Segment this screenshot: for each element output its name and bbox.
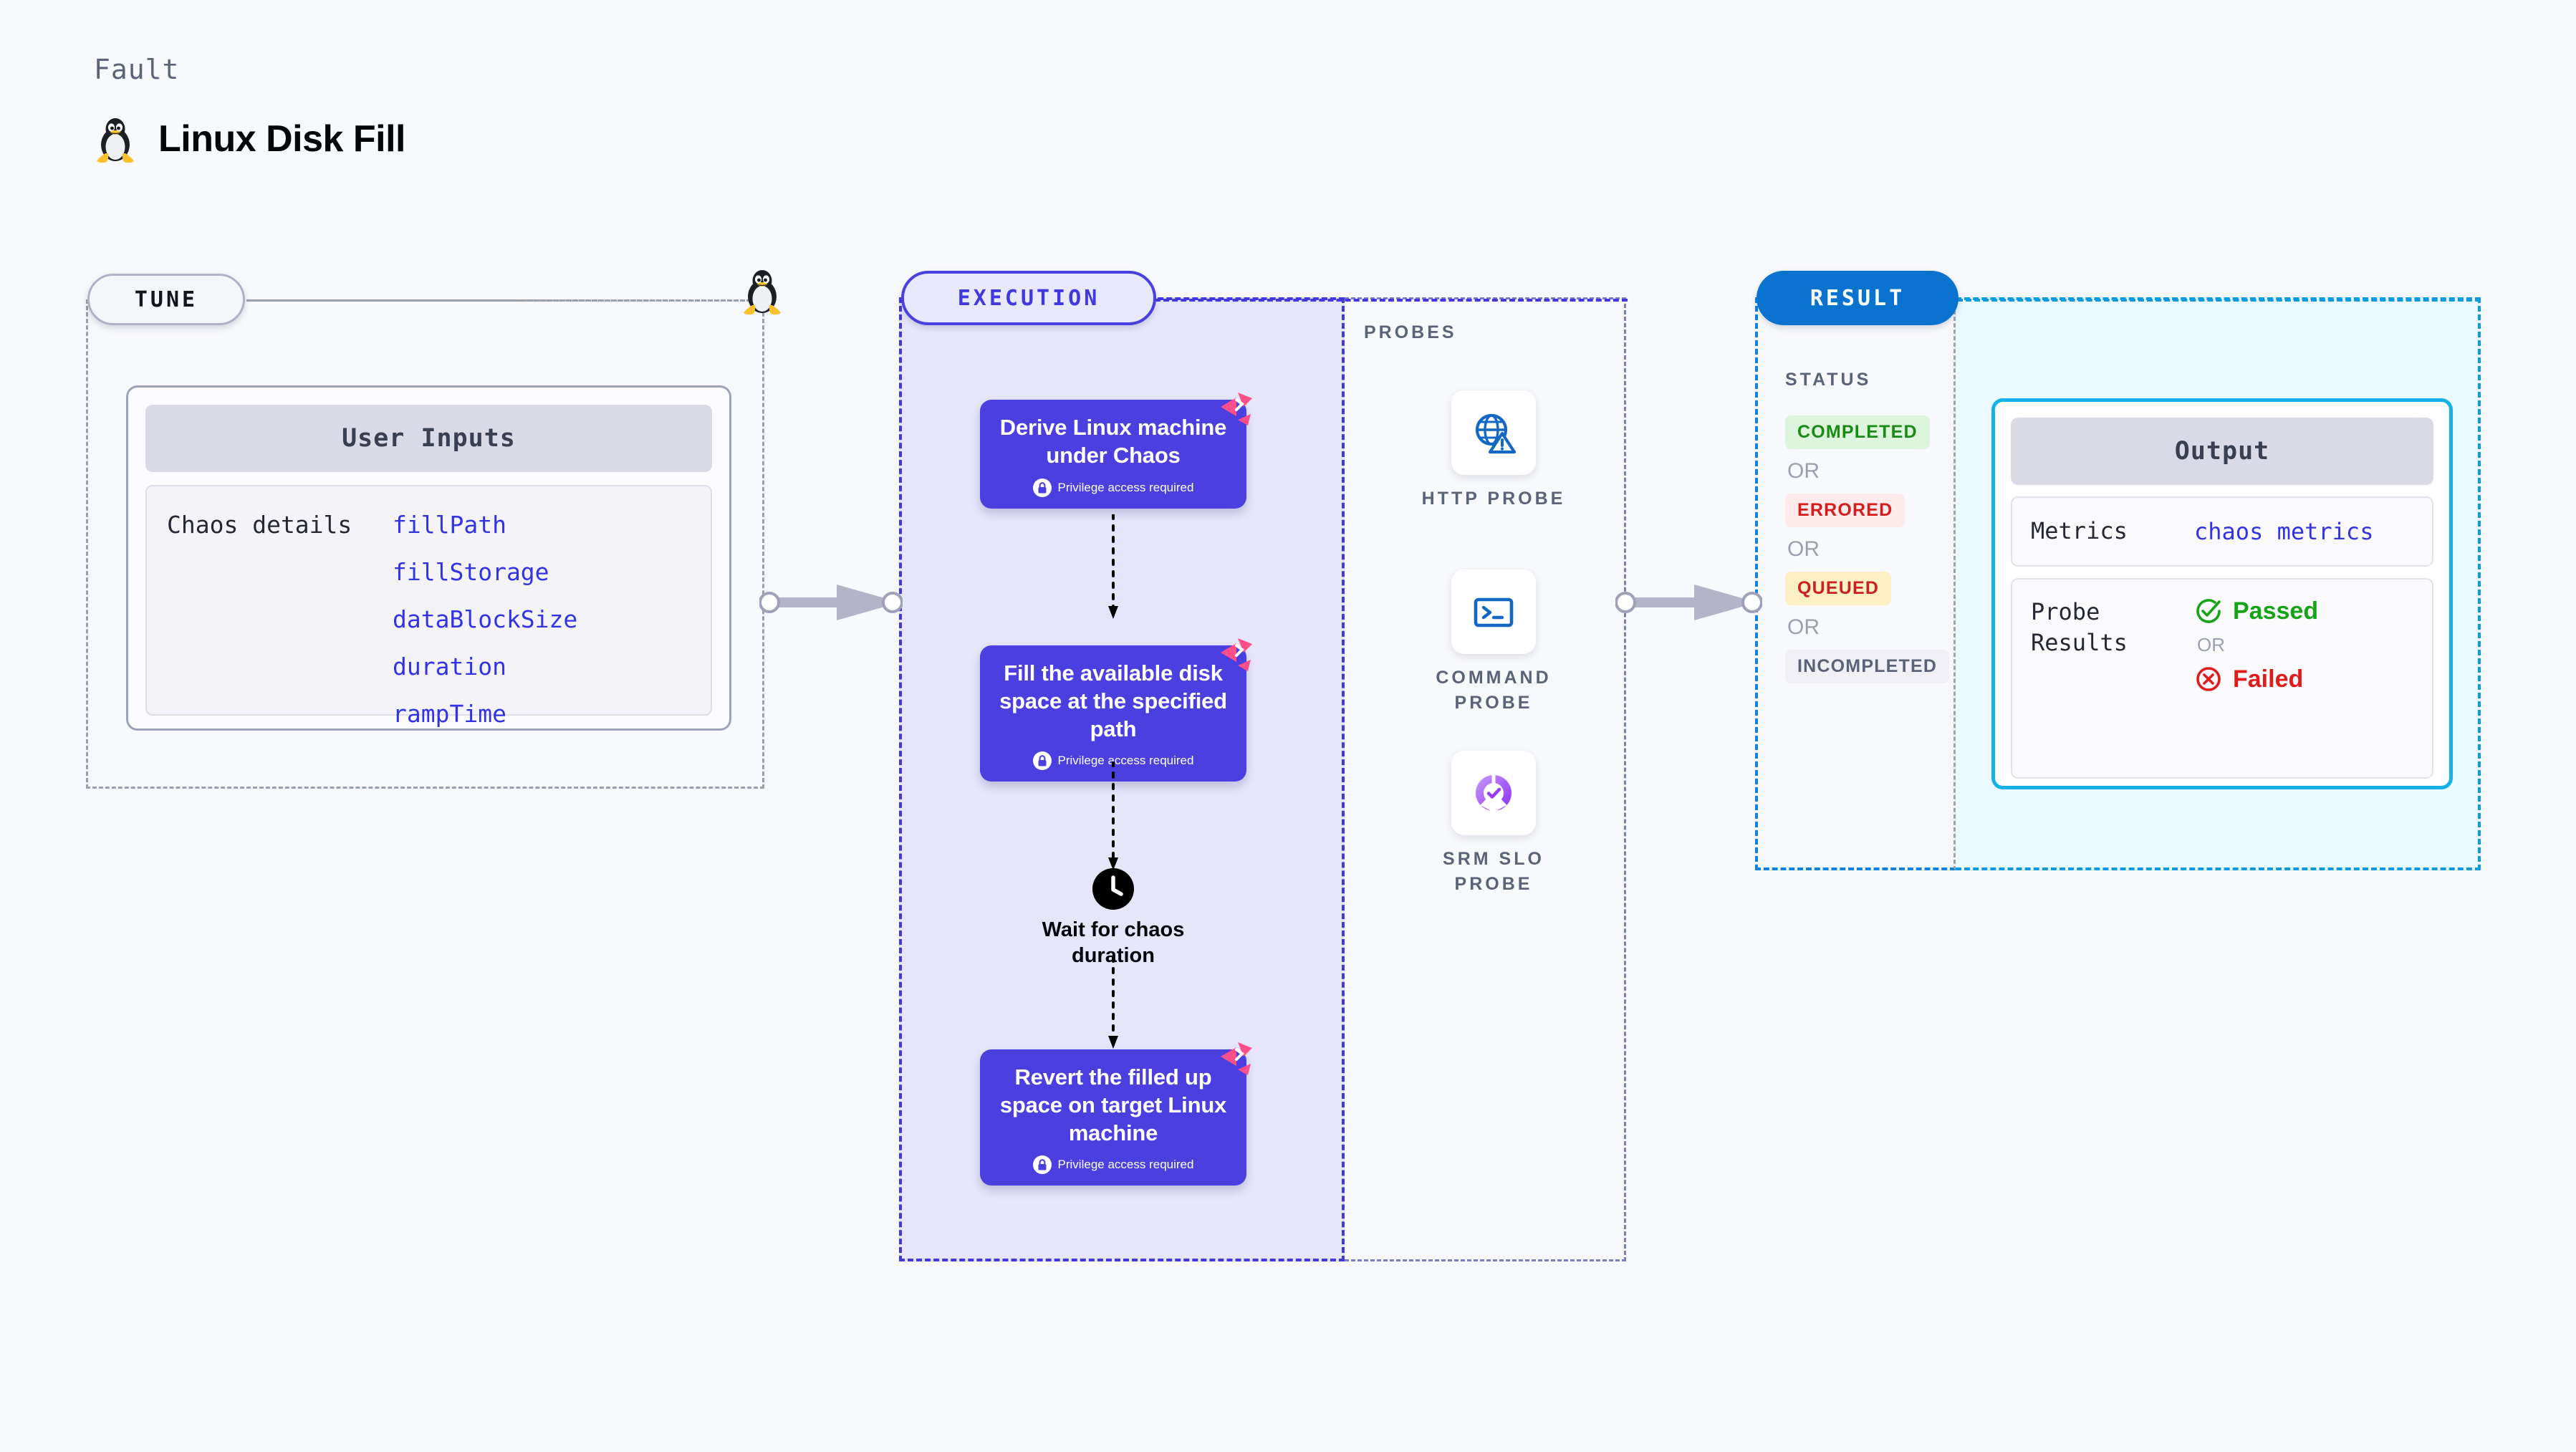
output-metrics-row: Metrics chaos metrics [2011,496,2433,567]
page-title-text: Linux Disk Fill [158,118,406,160]
input-fillpath[interactable]: fillPath [393,511,506,539]
execution-node-1-title: Derive Linux machine under Chaos [999,415,1227,468]
execution-section-pill[interactable]: EXECUTION [901,271,1156,325]
chaos-details-row: Chaos details fillPath fillStorage dataB… [145,485,712,728]
user-inputs-header: User Inputs [145,405,712,472]
output-metrics-value[interactable]: chaos metrics [2194,518,2374,545]
status-badge-queued: QUEUED [1785,572,1892,605]
probe-srm-slo-tile [1451,751,1536,835]
x-circle-icon [2196,667,2221,691]
input-duration[interactable]: duration [393,653,506,681]
execution-node-2-privilege-text: Privilege access required [1057,754,1194,768]
flow-arrow-3 [1108,957,1118,1049]
output-probe-results-key: Probe Results [2031,598,2128,657]
execution-lead-line [1155,299,1628,302]
flow-arrow-1 [1108,514,1118,619]
probe-srm-slo-label: SRM SLO PROBE [1443,849,1544,894]
input-ramptime[interactable]: rampTime [393,700,506,728]
output-card: Output Metrics chaos metrics Probe Resul… [1991,398,2453,789]
probe-result-passed: Passed [2194,597,2318,625]
eyebrow-label: Fault [94,54,180,85]
result-lead-line [1957,299,2481,302]
terminal-icon [1474,597,1514,628]
slo-check-icon [1476,774,1512,812]
litmus-badge-icon [1221,393,1252,425]
execution-node-1[interactable]: Derive Linux machine under Chaos Privile… [980,393,1252,509]
execution-node-3-title: Revert the filled up space on target Lin… [999,1064,1227,1145]
globe-warning-icon [1475,413,1517,454]
input-datablocksize[interactable]: dataBlockSize [393,605,578,633]
clock-icon [1092,868,1134,910]
connector-execution-to-result [1615,580,1763,628]
probe-result-passed-label: Passed [2233,597,2319,625]
check-circle-icon [2196,599,2221,623]
probe-command-label: COMMAND PROBE [1436,668,1552,713]
probe-http-tile [1451,390,1536,475]
output-card-header: Output [2011,418,2433,485]
status-or-2: OR [1787,537,1820,561]
litmus-badge-icon [1221,638,1252,671]
probe-item-http[interactable]: HTTP PROBE [1404,390,1583,511]
probe-result-failed: Failed [2194,665,2318,693]
tux-connector-icon [741,266,784,319]
probe-result-failed-label: Failed [2233,665,2304,693]
execution-node-3[interactable]: Revert the filled up space on target Lin… [980,1042,1252,1186]
chaos-details-key: Chaos details [167,511,352,539]
tune-section-pill[interactable]: TUNE [87,274,245,325]
result-status-list: COMPLETED OR ERRORED OR QUEUED OR INCOMP… [1785,415,1950,683]
execution-node-3-privilege-text: Privilege access required [1057,1158,1194,1172]
user-inputs-card: User Inputs Chaos details fillPath fillS… [126,385,731,731]
execution-node-2-privilege: Privilege access required [1032,751,1194,771]
result-status-label: STATUS [1785,370,1872,390]
lock-icon [1032,478,1052,497]
status-badge-errored: ERRORED [1785,494,1905,527]
probe-command-tile [1451,569,1536,654]
execution-node-2[interactable]: Fill the available disk space at the spe… [980,638,1252,782]
execution-node-2-title: Fill the available disk space at the spe… [999,660,1227,741]
tune-lead-line [249,299,764,302]
output-probe-results-values: Passed OR Failed [2194,597,2318,760]
lock-icon [1032,1155,1052,1175]
tux-penguin-icon [97,118,134,163]
lock-icon [1032,751,1052,771]
chaos-details-values: fillPath fillStorage dataBlockSize durat… [393,511,578,728]
execution-node-1-privilege: Privilege access required [1032,478,1194,497]
wait-step-label: Wait for chaos duration [1042,918,1185,968]
page-title: Linux Disk Fill [94,115,406,163]
result-section-pill[interactable]: RESULT [1756,271,1959,325]
status-or-1: OR [1787,459,1820,483]
execution-node-3-privilege: Privilege access required [1032,1155,1194,1175]
input-fillstorage[interactable]: fillStorage [393,558,549,586]
status-badge-completed: COMPLETED [1785,415,1930,449]
probes-section-container [1345,297,1626,1261]
probe-http-label: HTTP PROBE [1421,489,1566,509]
execution-node-1-privilege-text: Privilege access required [1057,480,1194,494]
status-badge-incompleted: INCOMPLETED [1785,650,1950,683]
probe-item-command[interactable]: COMMAND PROBE [1404,569,1583,716]
status-or-3: OR [1787,615,1820,639]
probes-section-label: PROBES [1364,322,1457,342]
output-metrics-key: Metrics [2031,517,2128,545]
output-probe-results-row: Probe Results Passed OR Failed [2011,578,2433,779]
connector-tune-to-execution [759,580,903,628]
flow-arrow-2 [1108,761,1118,870]
wait-step: Wait for chaos duration [999,868,1227,969]
probe-item-srm-slo[interactable]: SRM SLO PROBE [1404,751,1583,897]
litmus-badge-icon [1221,1042,1252,1075]
probe-result-or: OR [2197,634,2225,655]
